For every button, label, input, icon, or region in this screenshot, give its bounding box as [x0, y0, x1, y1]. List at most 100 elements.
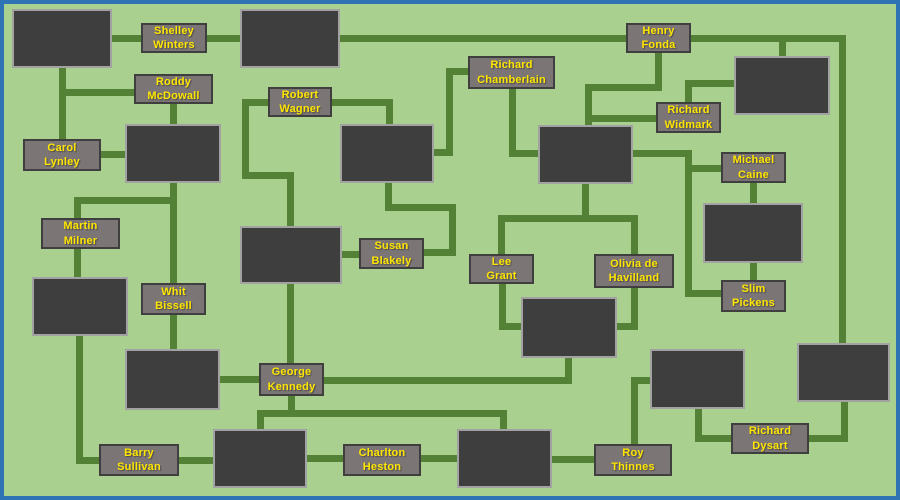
connector-segment — [585, 115, 660, 122]
connector-segment — [242, 172, 294, 179]
connector-segment — [59, 65, 66, 143]
connector-segment — [685, 290, 725, 297]
connector-segment — [500, 410, 507, 433]
connector-segment — [386, 99, 393, 128]
mystery-box[interactable] — [650, 349, 745, 409]
connector-segment — [74, 197, 177, 204]
connector-segment — [74, 246, 81, 281]
mystery-box[interactable] — [125, 124, 221, 183]
connector-segment — [582, 181, 589, 222]
connector-segment — [631, 215, 638, 258]
mystery-box[interactable] — [340, 124, 434, 183]
connector-segment — [630, 150, 692, 157]
connector-segment — [549, 456, 598, 463]
connector-segment — [339, 251, 363, 258]
connector-segment — [695, 435, 735, 442]
mystery-box[interactable] — [538, 125, 633, 184]
connector-segment — [109, 35, 145, 42]
connector-segment — [421, 249, 456, 256]
connector-segment — [498, 215, 505, 258]
mystery-box[interactable] — [734, 56, 830, 115]
connector-segment — [170, 100, 177, 128]
connector-segment — [170, 180, 177, 287]
connector-segment — [685, 150, 692, 297]
connector-segment — [631, 285, 638, 330]
connector-segment — [217, 376, 263, 383]
connector-segment — [337, 35, 630, 42]
mystery-box[interactable] — [240, 9, 340, 68]
mystery-box[interactable] — [32, 277, 128, 336]
connector-segment — [631, 377, 638, 448]
mystery-box[interactable] — [125, 349, 220, 410]
connector-segment — [839, 35, 846, 347]
mystery-box[interactable] — [521, 297, 617, 358]
connector-segment — [446, 68, 453, 156]
connector-segment — [585, 84, 592, 129]
connector-segment — [585, 84, 662, 91]
mystery-box[interactable] — [457, 429, 552, 488]
connector-segment — [446, 68, 472, 75]
connector-segment — [242, 99, 249, 179]
connector-segment — [685, 165, 725, 172]
mystery-box[interactable] — [797, 343, 890, 402]
connector-segment — [385, 204, 456, 211]
mystery-box[interactable] — [12, 9, 112, 68]
connector-segment — [257, 410, 264, 433]
connector-segment — [509, 86, 516, 157]
connector-segment — [750, 180, 757, 207]
connector-segment — [59, 89, 138, 96]
connector-segment — [841, 399, 848, 442]
connector-segment — [509, 150, 542, 157]
connector-segment — [806, 435, 848, 442]
mystery-box[interactable] — [703, 203, 803, 263]
mystery-box[interactable] — [213, 429, 307, 488]
connector-segment — [449, 204, 456, 256]
connector-segment — [695, 406, 702, 442]
connector-segment — [685, 80, 738, 87]
connector-segment — [565, 355, 572, 384]
connector-segment — [321, 377, 572, 384]
connector-segment — [74, 197, 81, 222]
connector-segment — [779, 35, 786, 60]
connector-segment — [499, 281, 506, 330]
connector-segment — [204, 35, 244, 42]
connector-segment — [287, 172, 294, 231]
connector-segment — [304, 455, 347, 462]
connector-segment — [329, 99, 393, 106]
connector-segment — [418, 455, 461, 462]
mystery-box[interactable] — [240, 226, 342, 284]
